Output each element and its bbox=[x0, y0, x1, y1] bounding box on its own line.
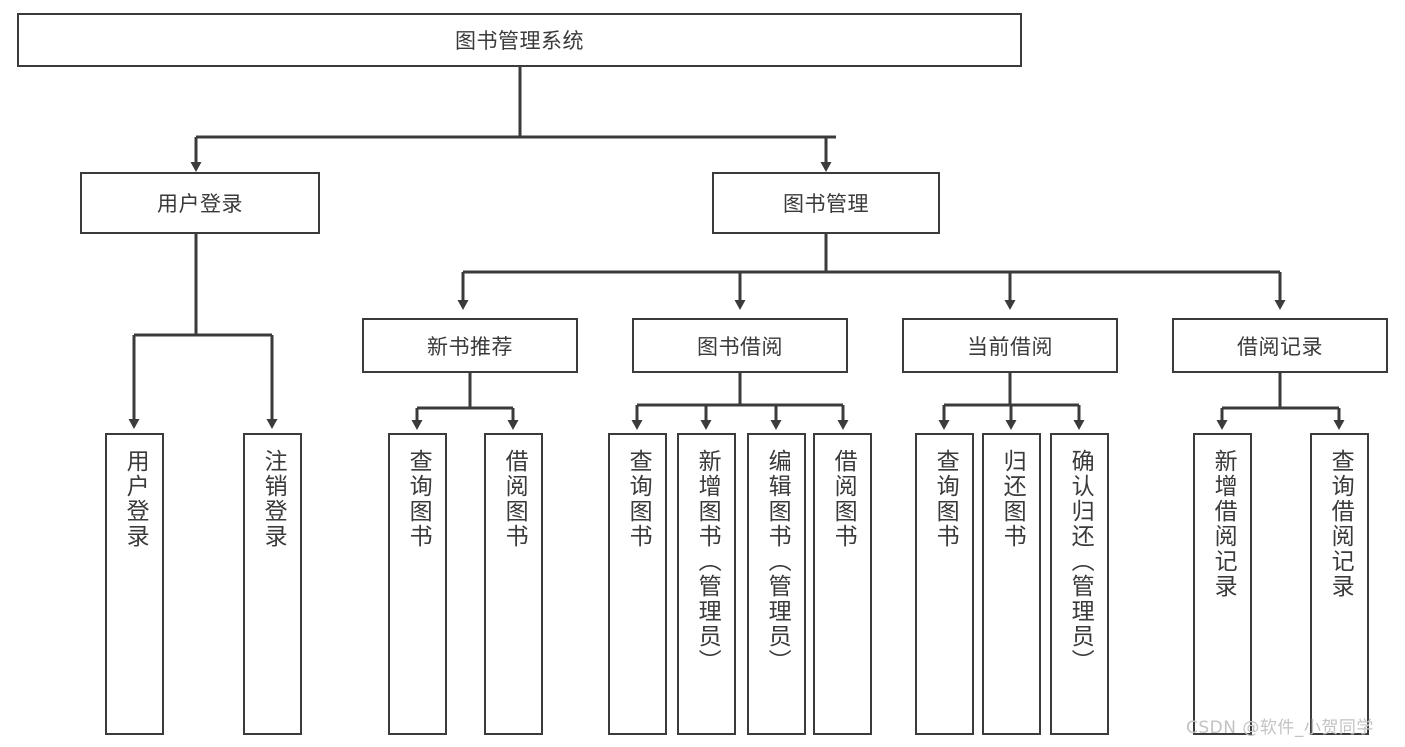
node-label: 查询图书 bbox=[625, 449, 652, 549]
node-label: 新增借阅记录 bbox=[1210, 449, 1237, 599]
node-label: 借阅图书 bbox=[501, 449, 528, 549]
node-label: 查询图书 bbox=[932, 449, 959, 549]
node-label: 借阅图书 bbox=[830, 449, 857, 549]
node-label: 编辑图书（管理员） bbox=[764, 449, 791, 674]
node-root-book-management-system[interactable]: 图书管理系统 bbox=[17, 13, 1022, 67]
leaf-current-borrow-return[interactable]: 归还图书 bbox=[982, 433, 1041, 735]
node-label: 图书管理系统 bbox=[455, 29, 584, 53]
node-book-borrow[interactable]: 图书借阅 bbox=[632, 318, 848, 373]
leaf-borrow-record-add[interactable]: 新增借阅记录 bbox=[1193, 433, 1252, 735]
csdn-watermark: CSDN @软件_小贺同学 bbox=[1186, 718, 1374, 738]
leaf-new-book-query[interactable]: 查询图书 bbox=[388, 433, 447, 735]
node-label: 用户登录 bbox=[157, 192, 243, 216]
node-label: 查询借阅记录 bbox=[1327, 449, 1354, 599]
node-current-borrow[interactable]: 当前借阅 bbox=[902, 318, 1118, 373]
node-label: 用户登录 bbox=[122, 449, 149, 549]
leaf-user-login-login[interactable]: 用户登录 bbox=[105, 433, 164, 735]
node-label: 新增图书（管理员） bbox=[694, 449, 721, 674]
leaf-book-borrow-add-admin[interactable]: 新增图书（管理员） bbox=[677, 433, 736, 735]
node-label: 图书借阅 bbox=[697, 334, 783, 359]
node-label: 确认归还（管理员） bbox=[1067, 449, 1094, 674]
leaf-current-borrow-confirm-return-admin[interactable]: 确认归还（管理员） bbox=[1050, 433, 1109, 735]
leaf-current-borrow-query[interactable]: 查询图书 bbox=[915, 433, 974, 735]
leaf-new-book-borrow[interactable]: 借阅图书 bbox=[484, 433, 543, 735]
leaf-borrow-record-query[interactable]: 查询借阅记录 bbox=[1310, 433, 1369, 735]
node-book-management[interactable]: 图书管理 bbox=[712, 172, 940, 234]
node-user-login[interactable]: 用户登录 bbox=[80, 172, 320, 234]
node-label: 图书管理 bbox=[783, 192, 869, 216]
leaf-book-borrow-borrow[interactable]: 借阅图书 bbox=[813, 433, 872, 735]
node-label: 当前借阅 bbox=[967, 334, 1053, 359]
node-label: 注销登录 bbox=[260, 449, 287, 549]
leaf-book-borrow-query[interactable]: 查询图书 bbox=[608, 433, 667, 735]
leaf-user-login-logout[interactable]: 注销登录 bbox=[243, 433, 302, 735]
node-label: 查询图书 bbox=[405, 449, 432, 549]
leaf-book-borrow-edit-admin[interactable]: 编辑图书（管理员） bbox=[747, 433, 806, 735]
node-borrow-record[interactable]: 借阅记录 bbox=[1172, 318, 1388, 373]
node-label: 归还图书 bbox=[999, 449, 1026, 549]
node-label: 借阅记录 bbox=[1237, 334, 1323, 359]
node-new-book-recommend[interactable]: 新书推荐 bbox=[362, 318, 578, 373]
node-label: 新书推荐 bbox=[427, 334, 513, 359]
